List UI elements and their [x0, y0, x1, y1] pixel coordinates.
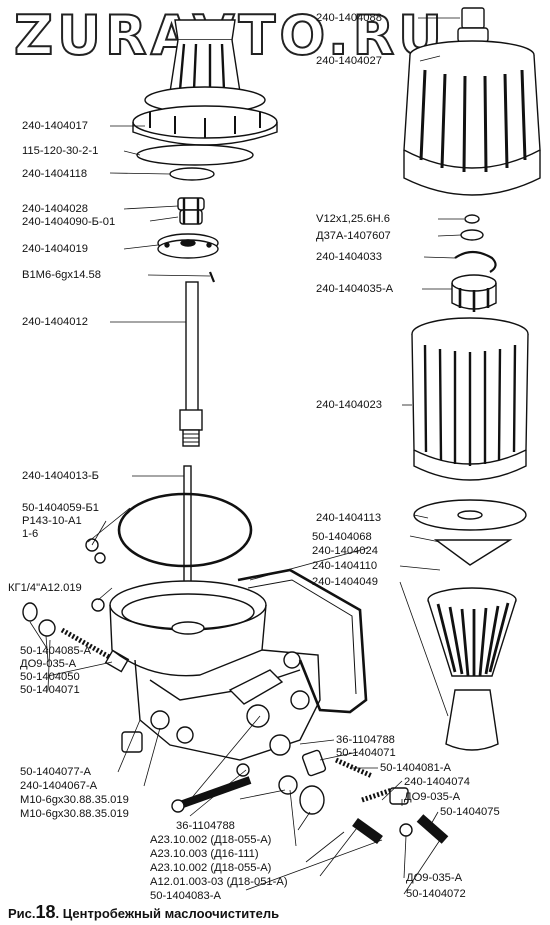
label-part-240-1404035-a: 240-1404035-А: [316, 283, 394, 295]
label-part-240-1404012: 240-1404012: [22, 316, 88, 328]
flange-part: [157, 233, 219, 259]
nut-small: [464, 214, 480, 224]
label-part-240-1404028: 240-1404028: [22, 203, 88, 215]
label-part-a23-10-002-1: А23.10.002 (Д18-055-А): [150, 834, 272, 846]
spring-small: [334, 757, 374, 779]
conical-filter: [427, 587, 517, 677]
housing-gasket: [237, 568, 368, 714]
label-part-do9-035-a-bottom: ДО9-035-А: [406, 872, 463, 884]
large-o-ring: [117, 492, 253, 568]
label-part-m10-bolt-2: М10-6gx30.88.35.019: [20, 808, 129, 820]
washer-large: [278, 775, 298, 795]
label-part-v12-nut: V12x1,25.6Н.6: [316, 213, 391, 225]
label-part-240-1404074: 240-1404074: [404, 776, 470, 788]
sleeve-part: [299, 785, 325, 815]
label-part-kg1-4-a12-019: КГ1/4"А12.019: [8, 582, 82, 594]
lock-ring: [454, 250, 497, 273]
bolt-small: [352, 817, 383, 845]
plug-part: [91, 598, 105, 612]
rotor-cap-part: [132, 19, 278, 146]
label-part-50-1404083-a: 50-1404083-А: [150, 890, 221, 902]
label-part-a23-10-003: А23.10.003 (Д16-111): [150, 848, 259, 860]
plug-small: [301, 749, 327, 777]
caption-title: . Центробежный маслоочиститель: [55, 906, 280, 921]
label-part-240-1404113: 240-1404113: [316, 512, 382, 524]
label-part-50-1404085-a: 50-1404085-А: [20, 645, 91, 657]
label-part-1-6: 1-6: [22, 528, 39, 540]
caption-number: 18: [35, 902, 56, 922]
label-part-240-1404049: 240-1404049: [312, 576, 378, 588]
valve-body-right: [389, 787, 409, 805]
valve-piston-right: [416, 814, 449, 844]
label-part-240-1404088: 240-1404088: [316, 12, 382, 24]
label-part-240-1404024: 240-1404024: [312, 545, 378, 557]
spindle-shaft: [179, 281, 203, 447]
spring-right: [361, 787, 393, 803]
label-part-36-1104788-a: 36-1104788: [336, 734, 395, 746]
nozzle-cone: [445, 689, 499, 751]
valve-piston: [104, 649, 130, 673]
label-part-50-1404071-bottom: 50-1404071: [336, 747, 396, 759]
label-part-240-1404110: 240-1404110: [312, 560, 378, 572]
washer-right: [399, 823, 413, 837]
housing-body: [109, 580, 321, 761]
bushing-part: [451, 274, 497, 312]
label-part-d37a-1407607: Д37А-1407607: [316, 230, 391, 242]
retaining-ring: [169, 167, 215, 181]
label-part-m10-bolt-1: М10-6gx30.88.35.019: [20, 794, 129, 806]
label-part-50-1404075: 50-1404075: [440, 806, 500, 818]
label-part-240-1404067-a: 240-1404067-А: [20, 780, 98, 792]
impeller-part: [433, 539, 513, 566]
label-part-r143-10-a1: Р143-10-А1: [22, 515, 82, 527]
screw-part: [208, 271, 216, 283]
label-part-50-1404071-left: 50-1404071: [20, 684, 80, 696]
label-part-240-1404118: 240-1404118: [22, 168, 88, 180]
valve-plug: [22, 602, 38, 622]
rotor-body: [411, 317, 529, 481]
label-part-50-1404068: 50-1404068: [312, 531, 372, 543]
label-part-240-1404027: 240-1404027: [316, 55, 382, 67]
label-part-36-1104788-b: 36-1104788: [176, 820, 235, 832]
caption-prefix: Рис.: [8, 906, 36, 921]
label-part-do9-035-a-left: ДО9-035-А: [20, 658, 77, 670]
gasket-ring: [136, 144, 254, 166]
figure-caption: Рис.18. Центробежный маслоочиститель: [8, 902, 279, 923]
washer-small: [460, 229, 484, 241]
long-bolt: [178, 776, 252, 809]
label-part-50-1404072: 50-1404072: [406, 888, 466, 900]
label-part-do9-035-a-top: ДО9-035-А: [404, 791, 461, 803]
label-part-a23-10-002-2: А23.10.002 (Д18-055-А): [150, 862, 272, 874]
label-part-240-1404033: 240-1404033: [316, 251, 382, 263]
label-part-240-1404013-b: 240-1404013-Б: [22, 470, 100, 482]
nut-part: [177, 197, 205, 225]
label-part-50-1404050: 50-1404050: [20, 671, 80, 683]
cap-nut-part: [457, 7, 489, 43]
label-part-240-1404023: 240-1404023: [316, 399, 382, 411]
label-part-240-1404019: 240-1404019: [22, 243, 88, 255]
filter-cap: [403, 40, 541, 196]
label-part-v1m6-screw: В1М6-6gx14.58: [22, 269, 101, 281]
label-part-240-1404017: 240-1404017: [22, 120, 88, 132]
label-part-50-1404077-a: 50-1404077-А: [20, 766, 91, 778]
washer-part: [236, 763, 250, 777]
valve-washer: [38, 619, 56, 637]
label-part-a12-01-003-03: А12.01.003-03 (Д18-051-А): [150, 876, 288, 888]
disc-part: [413, 499, 527, 531]
label-part-240-1404090-b-01: 240-1404090-Б-01: [22, 216, 116, 228]
label-part-50-1404059-b1: 50-1404059-Б1: [22, 502, 100, 514]
label-part-50-1404081-a: 50-1404081-А: [380, 762, 451, 774]
label-part-115-120-30-2-1: 115-120-30-2-1: [22, 145, 99, 157]
